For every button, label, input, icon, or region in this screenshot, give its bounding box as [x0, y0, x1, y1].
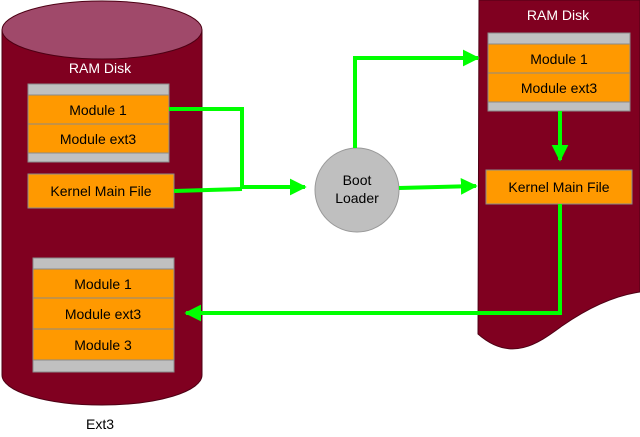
right-stack: Module 1 Module ext3 [487, 32, 631, 112]
left-kernel-label: Kernel Main File [50, 183, 151, 199]
ext3-caption: Ext3 [86, 416, 114, 432]
right-module-1: Module 1 [530, 51, 588, 67]
left-lower-stack: Module 1 Module ext3 Module 3 [32, 257, 175, 373]
boot-loader-line1: Boot [343, 172, 372, 188]
arrow-kernel-to-bootloader [173, 187, 243, 193]
left-lower-module-1: Module 1 [74, 276, 132, 292]
arrow-bootloader-to-right-module1 [353, 49, 480, 148]
boot-loader-line2: Loader [335, 190, 379, 206]
left-upper-module-ext3: Module ext3 [60, 131, 136, 147]
arrow-bootloader-to-right-kernel [398, 177, 478, 195]
boot-loader-node: Boot Loader [314, 147, 400, 233]
left-kernel-box: Kernel Main File [27, 173, 175, 209]
right-disk-title: RAM Disk [527, 7, 590, 23]
right-module-ext3: Module ext3 [521, 80, 597, 96]
right-kernel-label: Kernel Main File [508, 179, 609, 195]
left-upper-module-1: Module 1 [69, 102, 127, 118]
left-upper-stack: Module 1 Module ext3 [27, 83, 170, 163]
left-lower-module-3: Module 3 [74, 337, 132, 353]
left-disk-title: RAM Disk [69, 60, 132, 76]
arrow-right-kernel-to-left-lower [184, 204, 562, 322]
left-lower-module-ext3: Module ext3 [65, 306, 141, 322]
right-kernel-box: Kernel Main File [485, 169, 633, 205]
arrow-module1-to-bootloader [169, 107, 307, 196]
